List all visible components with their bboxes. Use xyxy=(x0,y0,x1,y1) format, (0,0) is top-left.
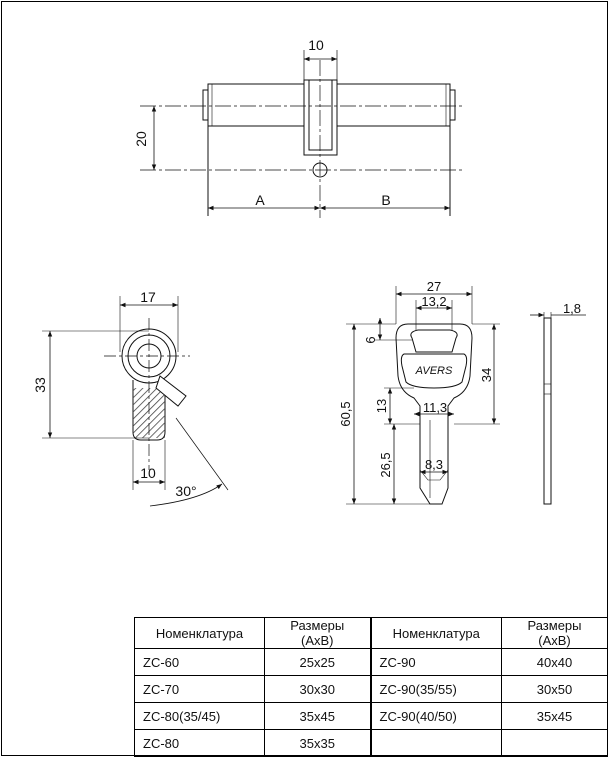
dim-key-neck-height: 13 xyxy=(374,399,389,413)
table-cell: ZC-80 xyxy=(134,729,265,757)
table-cell: 30x50 xyxy=(501,675,608,703)
table-row: ZC-80(35/45) 35x45 ZC-90(40/50) 35x45 xyxy=(134,702,608,730)
dim-height: 20 xyxy=(133,131,149,147)
table-header-cell: Номенклатура xyxy=(134,617,265,649)
dim-key-blade-length: 26,5 xyxy=(378,452,393,477)
dim-key-bow-small: 6 xyxy=(363,336,378,343)
dim-key-blade-width: 8,3 xyxy=(425,457,443,472)
dim-key-thickness: 1,8 xyxy=(563,301,581,316)
key-drawing xyxy=(346,286,586,505)
table-cell: 35x45 xyxy=(501,702,608,730)
table-cell: ZC-60 xyxy=(134,648,265,676)
table-cell xyxy=(369,729,502,757)
table-cell: 30x30 xyxy=(264,675,371,703)
table-cell: 35x45 xyxy=(264,702,371,730)
dim-cam-width: 10 xyxy=(308,37,324,53)
dim-key-inner-width: 13,2 xyxy=(421,294,446,309)
dim-side-height: 33 xyxy=(32,377,48,393)
dim-side-width: 17 xyxy=(140,289,156,305)
table-cell: 25x25 xyxy=(264,648,371,676)
table-cell: ZC-90(40/50) xyxy=(369,702,502,730)
table-header-cell: Размеры (АхВ) xyxy=(264,617,371,649)
dim-key-bow-height: 34 xyxy=(479,368,494,382)
cylinder-side-view xyxy=(42,296,229,507)
table-row: ZC-60 25x25 ZC-90 40x40 xyxy=(134,648,608,676)
table-cell: ZC-80(35/45) xyxy=(134,702,265,730)
table-row: ZC-80 35x35 xyxy=(134,729,608,757)
dim-key-neck-width: 11,3 xyxy=(423,400,447,415)
table-cell: 35x35 xyxy=(264,729,371,757)
table-cell: 40x40 xyxy=(501,648,608,676)
table-cell: ZC-90(35/55) xyxy=(369,675,502,703)
table-cell: ZC-70 xyxy=(134,675,265,703)
spec-table: Номенклатура Размеры (АхВ) Номенклатура … xyxy=(134,617,608,757)
cylinder-top-view xyxy=(140,50,462,218)
dim-key-total-width: 27 xyxy=(427,279,441,294)
table-cell xyxy=(501,729,608,757)
table-row: ZC-70 30x30 ZC-90(35/55) 30x50 xyxy=(134,675,608,703)
dim-key-total-length: 60,5 xyxy=(338,401,353,426)
dim-b-label: B xyxy=(381,192,390,208)
cam xyxy=(308,79,333,151)
table-header-cell: Номенклатура xyxy=(369,617,502,649)
dim-a-label: A xyxy=(255,192,265,208)
dim-angle: 30° xyxy=(175,483,196,499)
table-header-row: Номенклатура Размеры (АхВ) Номенклатура … xyxy=(134,617,608,649)
dim-bottom-width: 10 xyxy=(140,465,156,481)
table-cell: ZC-90 xyxy=(369,648,502,676)
key-brand-logo: AVERS xyxy=(415,365,453,377)
table-header-cell: Размеры (АхВ) xyxy=(501,617,608,649)
